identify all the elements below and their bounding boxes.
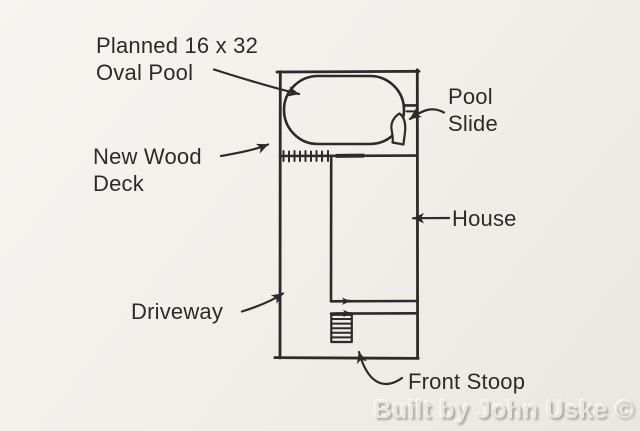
- label-planned-oval-pool-line2: Oval Pool: [96, 60, 194, 85]
- pool-slide-arrow: [408, 108, 446, 121]
- wood-deck-arrow: [219, 143, 270, 158]
- label-driveway: Driveway: [131, 298, 223, 325]
- watermark-credit: Built by John Uske ©: [373, 396, 634, 424]
- front-stoop-steps: [330, 313, 353, 344]
- walkway-lines: [329, 297, 419, 318]
- label-pool-slide-line1: Pool: [448, 84, 493, 109]
- label-pool-slide-line2: Slide: [448, 111, 498, 136]
- driveway-arrow: [240, 292, 285, 313]
- oval-pool-outline: [282, 74, 406, 146]
- deck-railing-ticks: [282, 150, 329, 163]
- oval-pool-arrow: [212, 68, 301, 97]
- label-new-wood-deck: New Wood Deck: [93, 143, 202, 197]
- label-pool-slide: Pool Slide: [448, 83, 498, 137]
- label-new-wood-deck-line2: Deck: [93, 171, 144, 196]
- pool-wall-connector-lines: [403, 104, 419, 113]
- label-front-stoop-text: Front Stoop: [408, 369, 526, 394]
- pool-slide-shape: [390, 112, 407, 146]
- label-house-text: House: [452, 206, 517, 231]
- label-planned-oval-pool-line1: Planned 16 x 32: [96, 33, 259, 58]
- label-front-stoop: Front Stoop: [408, 368, 525, 395]
- label-house: House: [452, 205, 517, 232]
- label-new-wood-deck-line1: New Wood: [93, 144, 202, 169]
- label-planned-oval-pool: Planned 16 x 32 Oval Pool: [96, 32, 258, 86]
- front-stoop-arrow: [356, 350, 404, 386]
- label-driveway-text: Driveway: [131, 299, 224, 324]
